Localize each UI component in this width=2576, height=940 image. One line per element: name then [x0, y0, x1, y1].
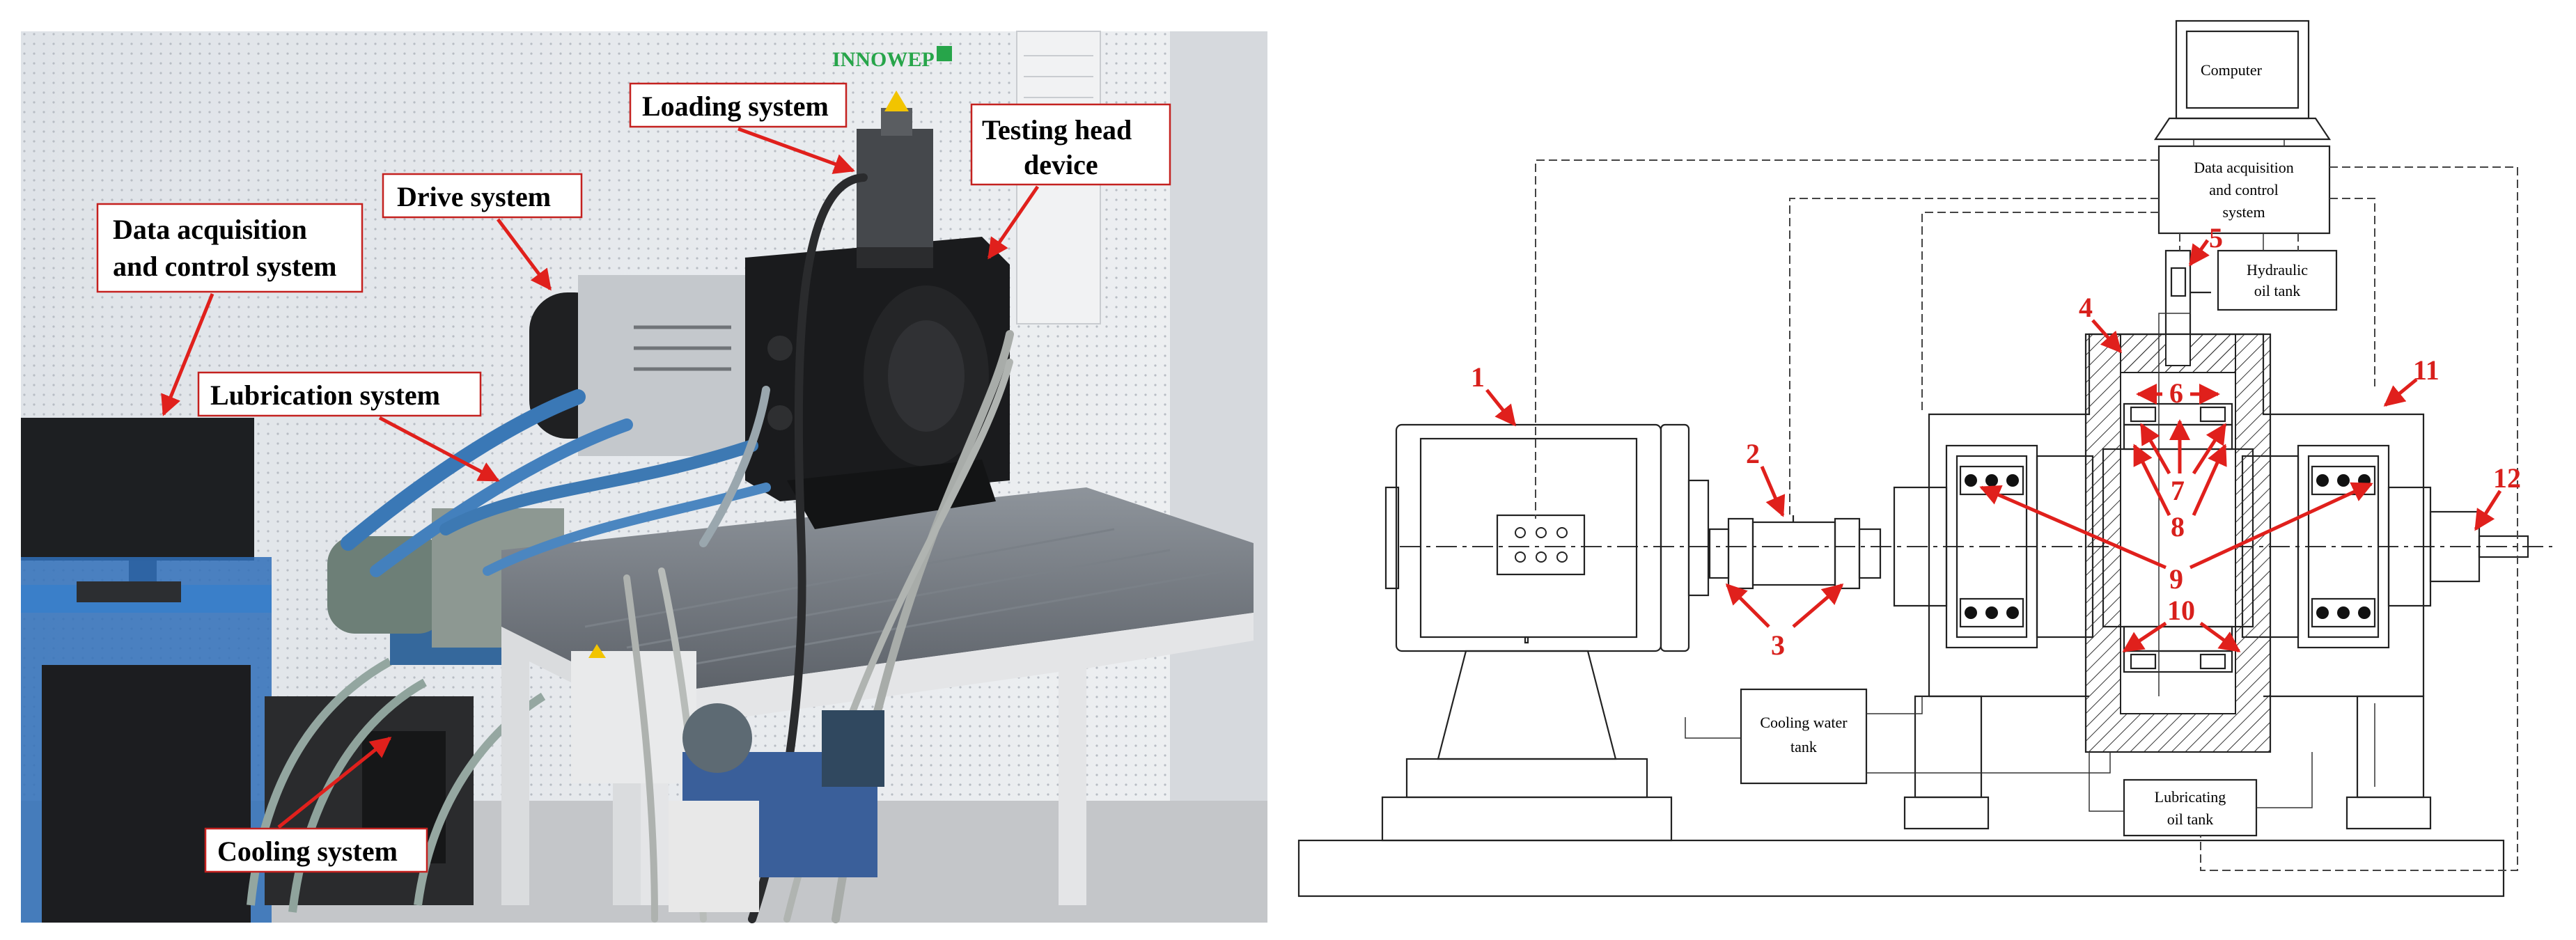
svg-text:Drive system: Drive system: [397, 181, 551, 212]
right-support: [2241, 444, 2529, 830]
base-plate: [1297, 839, 2505, 898]
svg-text:Hydraulic: Hydraulic: [2247, 261, 2308, 279]
right-bearing: [2311, 465, 2376, 628]
svg-text:12: 12: [2493, 462, 2521, 494]
loading-cylinder: [857, 91, 933, 268]
schematic-diagram: Computer Data acquisition and control sy…: [1297, 19, 2552, 898]
svg-text:5: 5: [2209, 222, 2223, 253]
label-lubrication-system: Lubrication system: [197, 371, 482, 417]
svg-text:11: 11: [2413, 354, 2440, 386]
svg-text:2: 2: [1746, 438, 1760, 469]
svg-text:Cooling system: Cooling system: [217, 836, 398, 867]
hydraulic-unit: [669, 703, 884, 912]
label-cooling-system: Cooling system: [204, 827, 428, 873]
svg-text:Lubrication system: Lubrication system: [210, 379, 440, 411]
svg-text:tank: tank: [1790, 738, 1817, 755]
svg-text:Lubricating: Lubricating: [2155, 788, 2226, 806]
svg-text:Testing head: Testing head: [982, 114, 1132, 146]
left-bearing: [1959, 465, 2024, 628]
svg-text:Cooling water: Cooling water: [1760, 714, 1848, 731]
svg-text:8: 8: [2171, 511, 2185, 542]
svg-text:10: 10: [2167, 595, 2195, 626]
computer: Computer: [2153, 19, 2332, 141]
left-support: [1893, 444, 2094, 830]
lubricating-oil-tank: Lubricating oil tank: [2123, 778, 2258, 837]
svg-text:and control system: and control system: [113, 251, 336, 282]
arrow-loading-system: [737, 127, 855, 174]
svg-text:Data acquisition: Data acquisition: [2194, 159, 2294, 176]
svg-text:oil tank: oil tank: [2254, 282, 2301, 299]
signal-lines: [1535, 159, 2518, 871]
svg-text:Computer: Computer: [2201, 61, 2263, 79]
drive-motor-schematic: [1381, 423, 1710, 842]
data-acquisition-box: Data acquisition and control system: [2157, 145, 2331, 235]
svg-text:4: 4: [2079, 292, 2093, 323]
hydraulic-cylinder: [2164, 249, 2211, 336]
connection-lines: [1685, 139, 2375, 812]
logo: INNOWEP: [832, 48, 935, 71]
test-rig-photo: INNOWEP: [21, 31, 1267, 923]
arrow-data-acquisition: [161, 293, 214, 416]
svg-text:9: 9: [2169, 563, 2183, 595]
cooling-water-tank: Cooling water tank: [1740, 688, 1868, 785]
arrow-testing-head-device: [987, 185, 1040, 260]
svg-text:6: 6: [2169, 377, 2183, 409]
svg-text:Loading system: Loading system: [642, 91, 829, 122]
svg-text:1: 1: [1471, 361, 1485, 393]
callout-numbers: 1 2 3 4 5 6 7 8 9 10: [1471, 222, 2521, 661]
label-loading-system: Loading system: [629, 82, 848, 128]
label-data-acquisition: Data acquisition and control system: [96, 203, 364, 293]
svg-text:Data acquisition: Data acquisition: [113, 214, 307, 245]
testing-head: [745, 237, 1010, 529]
svg-text:system: system: [2222, 203, 2265, 221]
arrow-cooling-system: [277, 737, 392, 829]
arrow-drive-system: [497, 218, 552, 291]
svg-text:oil tank: oil tank: [2167, 810, 2214, 828]
label-drive-system: Drive system: [382, 173, 583, 219]
coupling: [1708, 515, 1882, 590]
svg-text:3: 3: [1771, 629, 1785, 661]
svg-text:7: 7: [2171, 475, 2185, 506]
svg-text:and control: and control: [2209, 181, 2279, 198]
arrow-lubrication-system: [378, 416, 500, 483]
hydraulic-oil-tank: Hydraulic oil tank: [2217, 249, 2338, 311]
drive-motor: [529, 275, 752, 456]
label-testing-head-device: Testing head device: [970, 103, 1171, 186]
svg-text:device: device: [1024, 149, 1098, 180]
